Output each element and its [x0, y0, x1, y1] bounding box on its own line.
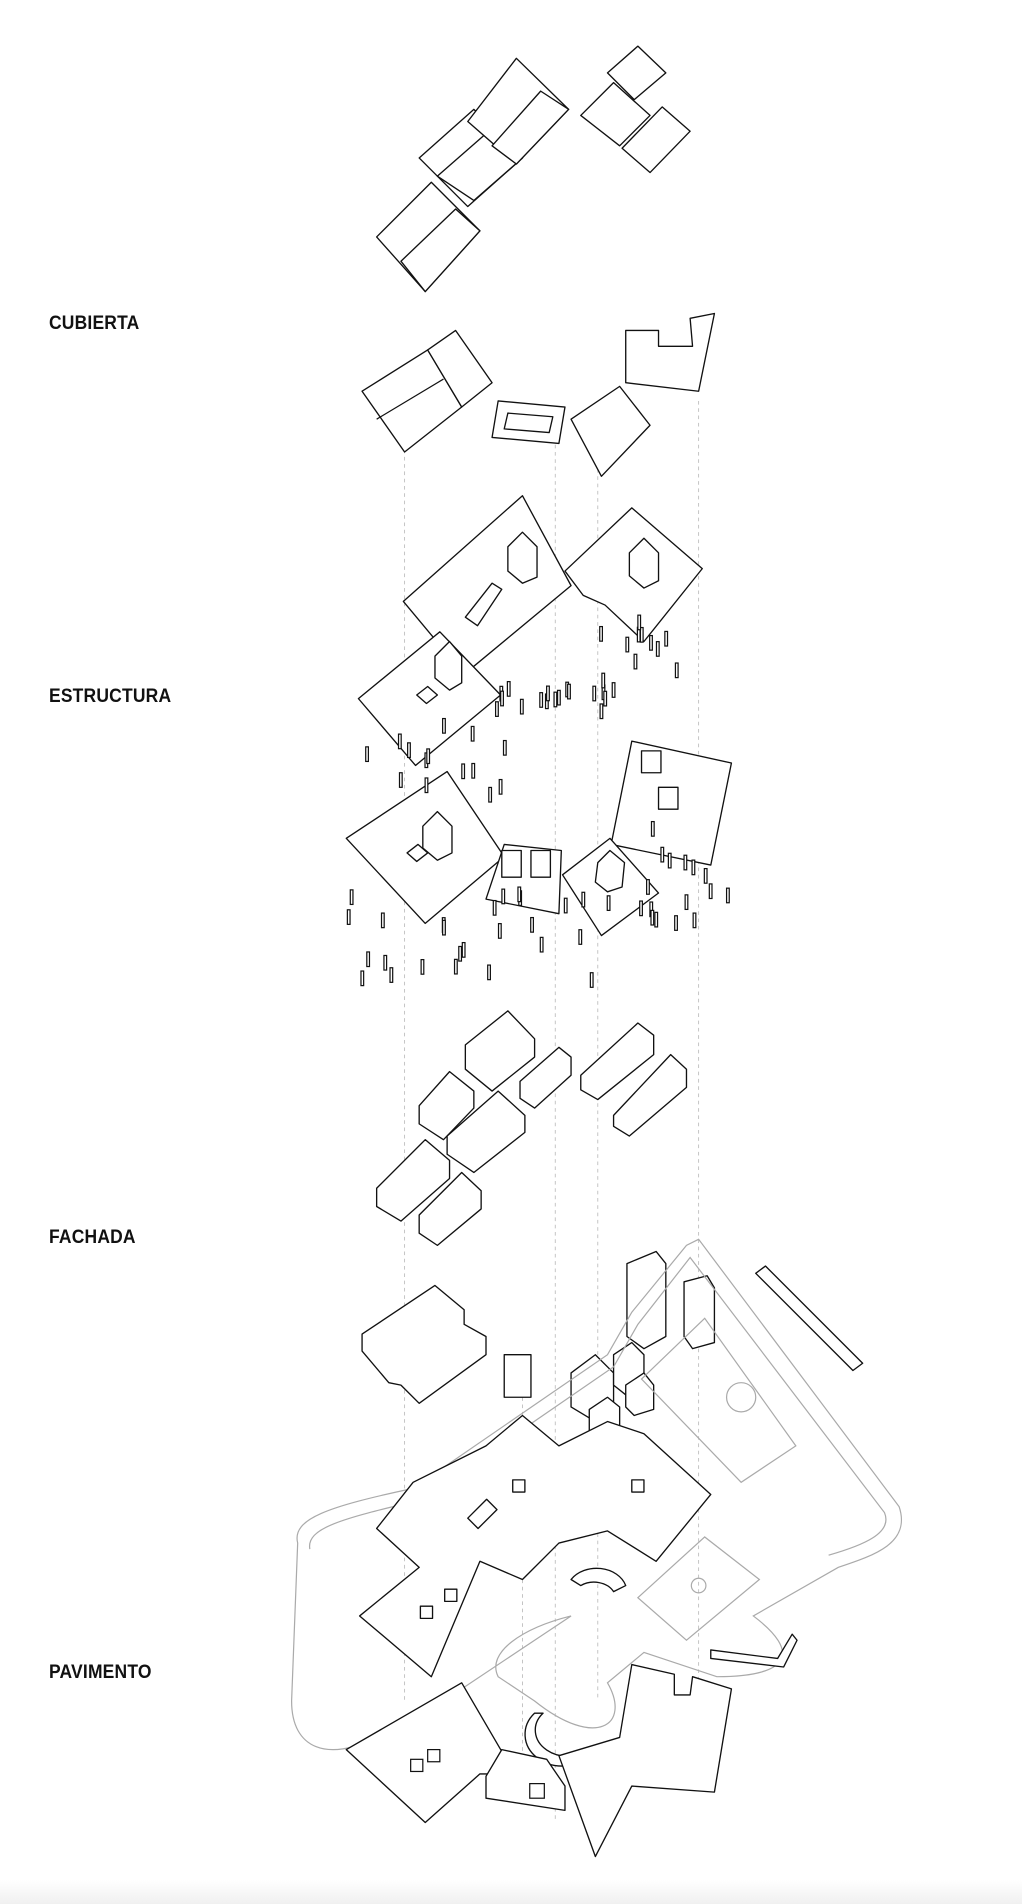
column — [581, 891, 586, 908]
column — [654, 911, 659, 928]
column — [589, 972, 594, 988]
column — [703, 867, 708, 884]
column — [539, 936, 544, 953]
column — [625, 636, 630, 653]
column — [458, 945, 463, 962]
column — [649, 634, 653, 651]
column — [346, 909, 351, 925]
column — [684, 894, 689, 911]
column — [366, 951, 371, 968]
column — [530, 916, 534, 933]
column — [708, 883, 713, 900]
column — [660, 846, 665, 863]
column — [424, 777, 429, 794]
column — [389, 967, 394, 983]
column — [442, 919, 446, 936]
column — [674, 915, 678, 931]
roof-layer-second — [361, 312, 716, 477]
column — [637, 614, 642, 631]
column — [599, 703, 604, 720]
column — [349, 889, 354, 906]
column — [461, 763, 466, 780]
column — [471, 762, 476, 779]
column — [380, 912, 385, 929]
column — [398, 772, 403, 788]
column — [497, 923, 502, 939]
column — [519, 698, 524, 715]
column — [506, 681, 511, 697]
column — [500, 690, 504, 707]
layer-label-estructura: ESTRUCTURA — [49, 686, 172, 707]
column — [692, 912, 697, 929]
column — [365, 746, 369, 763]
column — [501, 888, 506, 905]
column — [578, 929, 583, 945]
column — [639, 626, 644, 643]
column — [360, 970, 365, 987]
column — [664, 630, 669, 647]
column — [603, 690, 608, 707]
column — [601, 672, 606, 689]
roof-layer-top — [375, 45, 691, 293]
column — [646, 879, 650, 895]
column — [606, 895, 611, 912]
column — [639, 900, 643, 917]
column — [488, 786, 493, 803]
structure-slabs — [345, 495, 733, 937]
column — [599, 625, 604, 642]
column — [667, 852, 672, 869]
column — [426, 748, 431, 765]
column — [420, 958, 425, 975]
layer-label-fachada: FACHADA — [49, 1227, 136, 1248]
column — [498, 778, 503, 795]
column — [487, 964, 491, 981]
column — [442, 717, 446, 734]
layer-label-cubierta: CUBIERTA — [49, 313, 140, 334]
column — [650, 820, 655, 837]
column — [592, 685, 597, 702]
column — [553, 691, 558, 708]
column — [546, 685, 550, 702]
column — [539, 692, 544, 708]
column — [397, 733, 402, 750]
column — [383, 954, 388, 971]
column — [650, 909, 655, 926]
structure-columns — [346, 614, 730, 988]
column — [683, 854, 688, 871]
column — [563, 897, 568, 914]
column — [461, 941, 466, 958]
facade-layer — [361, 1010, 864, 1442]
column — [494, 701, 499, 717]
paving-layer — [290, 1238, 902, 1858]
column — [611, 682, 616, 698]
site-path-outline — [290, 1238, 902, 1751]
column — [655, 641, 660, 657]
column — [567, 683, 571, 700]
column — [470, 725, 475, 742]
column — [492, 899, 497, 916]
column — [517, 886, 522, 903]
column — [453, 958, 458, 975]
layer-label-pavimento: PAVIMENTO — [49, 1662, 152, 1683]
column — [502, 739, 507, 756]
column — [691, 859, 696, 876]
column — [633, 653, 638, 670]
column — [407, 742, 411, 759]
column — [725, 887, 730, 904]
column — [556, 689, 561, 706]
column — [674, 662, 679, 679]
